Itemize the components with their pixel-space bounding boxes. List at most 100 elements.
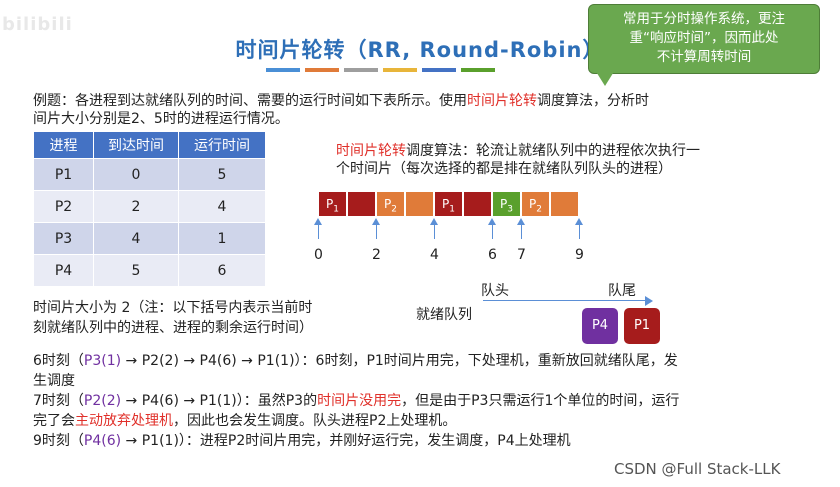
title-color-bar xyxy=(383,68,417,72)
event-line: 7时刻（P2(2) → P4(6) → P1(1)）：虽然P3的时间片没用完，但… xyxy=(33,391,813,431)
event-text: 6时刻（ xyxy=(33,353,84,369)
gantt-segment: P3 xyxy=(492,191,521,217)
table-row: P4 5 6 xyxy=(33,254,266,287)
arrow-head-icon xyxy=(314,218,322,225)
arrow-head-icon xyxy=(488,218,496,225)
gantt-segment: P1 xyxy=(318,191,347,217)
arrow-head-icon xyxy=(517,218,525,225)
note-line: 刻就绪队列中的进程、进程的剩余运行时间） xyxy=(33,320,313,336)
up-arrow-icon xyxy=(492,223,493,239)
callout-tail xyxy=(595,70,615,86)
event-text: 完了会 xyxy=(33,413,75,429)
queue-process-box: P4 xyxy=(582,308,618,344)
gantt-segment-label: P1 xyxy=(326,197,339,215)
title-color-bar xyxy=(461,68,495,72)
title-color-bar xyxy=(344,68,378,72)
table-cell: P3 xyxy=(33,222,94,255)
tick-label: 2 xyxy=(372,247,381,263)
up-arrow-icon xyxy=(434,223,435,239)
table-header: 运行时间 xyxy=(178,131,266,159)
ready-queue-label: 就绪队列 xyxy=(416,307,472,323)
up-arrow-icon xyxy=(579,223,580,239)
intro-text: 调度算法，分析时 xyxy=(537,93,649,109)
tick-label: 0 xyxy=(314,247,323,263)
table-row: P1 0 5 xyxy=(33,158,266,191)
callout-line: 不计算周转时间 xyxy=(656,49,752,65)
gantt-segment xyxy=(463,191,492,217)
note-line: 时间片大小为 2（注：以下括号内表示当前时 xyxy=(33,300,313,316)
gantt-segment-subscript: 3 xyxy=(507,204,513,215)
event-text: ，但是由于P3只需运行1个单位的时间，运行 xyxy=(401,393,680,409)
queue-process-box: P1 xyxy=(624,308,660,344)
table-cell: 5 xyxy=(178,158,266,191)
event-text: ，因此也会发生调度。队头进程P2上处理机。 xyxy=(173,413,457,429)
gantt-segment-label: P3 xyxy=(500,197,513,215)
table-cell: P2 xyxy=(33,190,94,223)
gantt-segment-subscript: 2 xyxy=(391,204,397,215)
event-line: 9时刻（P4(6) → P1(1)）：进程P2时间片用完，并刚好运行完，发生调度… xyxy=(33,431,813,451)
gantt-segment xyxy=(550,191,579,217)
table-cell: 6 xyxy=(178,254,266,287)
queue-direction-arrow xyxy=(483,300,645,301)
callout-line: 重“响应时间”，因而此处 xyxy=(629,30,779,46)
gantt-segment: P2 xyxy=(521,191,550,217)
table-cell: 4 xyxy=(93,222,179,255)
table-cell: 0 xyxy=(93,158,179,191)
bilibili-watermark: bilibili xyxy=(2,14,73,35)
event-log: 6时刻（P3(1) → P2(2) → P4(6) → P1(1)）：6时刻，P… xyxy=(33,351,813,451)
title-color-bar xyxy=(422,68,456,72)
gantt-segment xyxy=(347,191,376,217)
table-row: P2 2 4 xyxy=(33,190,266,223)
time-slice-note: 时间片大小为 2（注：以下括号内表示当前时 刻就绪队列中的进程、进程的剩余运行时… xyxy=(33,298,393,338)
algorithm-description: 时间片轮转调度算法：轮流让就绪队列中的进程依次执行一 个时间片（每次选择的都是排… xyxy=(336,142,786,178)
event-queue-head: P2(2) xyxy=(83,393,122,409)
gantt-segment-label: P1 xyxy=(442,197,455,215)
table-header: 进程 xyxy=(33,131,94,159)
table-row: P3 4 1 xyxy=(33,222,266,255)
slide-title: 时间片轮转（RR, Round-Robin） xyxy=(235,38,605,62)
title-color-bar xyxy=(266,68,300,72)
up-arrow-icon xyxy=(318,223,319,239)
event-highlight: 时间片没用完 xyxy=(317,393,402,409)
arrow-head-icon xyxy=(575,218,583,225)
tick-label: 6 xyxy=(488,247,497,263)
arrow-head-icon xyxy=(645,296,653,306)
event-queue-head: P4(6) xyxy=(83,433,122,449)
table-cell: 1 xyxy=(178,222,266,255)
event-queue-head: P3(1) xyxy=(83,353,122,369)
table-header: 到达时间 xyxy=(93,131,179,159)
queue-head-label: 队头 xyxy=(481,283,509,299)
callout-note: 常用于分时操作系统，更注 重“响应时间”，因而此处 不计算周转时间 xyxy=(588,4,820,74)
event-text: 9时刻（ xyxy=(33,433,84,449)
gantt-segment-label: P2 xyxy=(384,197,397,215)
intro-text: 例题：各进程到达就绪队列的时间、需要的运行时间如下表所示。使用 xyxy=(33,93,467,109)
event-highlight: 主动放弃处理机 xyxy=(75,413,173,429)
tick-label: 9 xyxy=(575,247,584,263)
event-text: 7时刻（ xyxy=(33,393,84,409)
gantt-segment-label: P2 xyxy=(529,197,542,215)
title-color-bar xyxy=(305,68,339,72)
tick-label: 7 xyxy=(517,247,526,263)
arrow-head-icon xyxy=(372,218,380,225)
arrow-head-icon xyxy=(430,218,438,225)
intro-highlight: 时间片轮转 xyxy=(467,93,537,109)
gantt-segment: P2 xyxy=(376,191,405,217)
event-text: 生调度 xyxy=(33,373,75,389)
gantt-segment: P1 xyxy=(434,191,463,217)
tick-label: 4 xyxy=(430,247,439,263)
queue-tail-label: 队尾 xyxy=(608,283,636,299)
gantt-segment-subscript: 2 xyxy=(536,204,542,215)
event-text: → P2(2) → P4(6) → P1(1)）：6时刻，P1时间片用完，下处理… xyxy=(121,353,678,369)
table-cell: P4 xyxy=(33,254,94,287)
gantt-segment xyxy=(405,191,434,217)
gantt-segment-subscript: 1 xyxy=(333,204,339,215)
event-text: → P4(6) → P1(1)）：虽然P3的 xyxy=(121,393,318,409)
up-arrow-icon xyxy=(521,223,522,239)
algo-text: 个时间片（每次选择的都是排在就绪队列队头的进程） xyxy=(336,161,672,177)
event-text: → P1(1)）：进程P2时间片用完，并刚好运行完，发生调度，P4上处理机 xyxy=(121,433,571,449)
table-cell: P1 xyxy=(33,158,94,191)
algo-text: 调度算法：轮流让就绪队列中的进程依次执行一 xyxy=(406,143,700,159)
table-cell: 5 xyxy=(93,254,179,287)
event-line: 6时刻（P3(1) → P2(2) → P4(6) → P1(1)）：6时刻，P… xyxy=(33,351,813,391)
up-arrow-icon xyxy=(376,223,377,239)
